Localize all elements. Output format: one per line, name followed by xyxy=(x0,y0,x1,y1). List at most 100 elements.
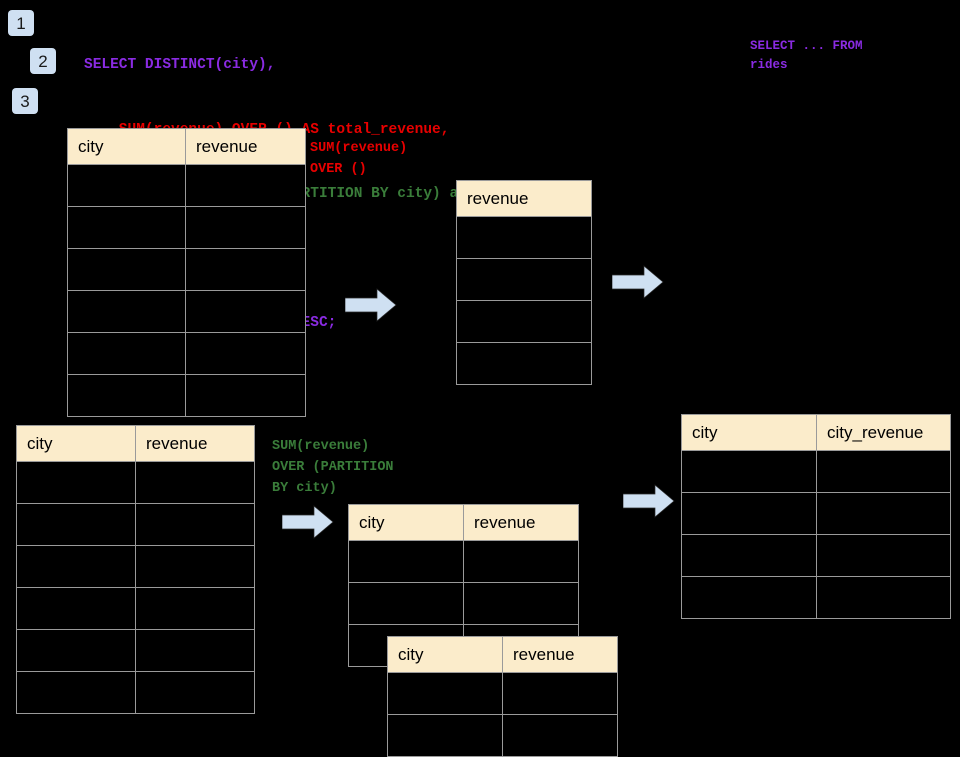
cell-city xyxy=(387,672,503,715)
table-header-row: city revenue xyxy=(348,504,579,541)
table-row xyxy=(67,374,306,417)
table-partition-group-a: city revenue xyxy=(348,504,579,667)
step-badge-2-label: 2 xyxy=(38,51,48,71)
table-total-revenue: revenue xyxy=(456,180,592,385)
arrow-partition-to-result-icon xyxy=(623,484,675,518)
cell-city xyxy=(681,576,817,619)
cell-revenue xyxy=(456,300,592,343)
table-header-row: revenue xyxy=(456,180,592,217)
table-row xyxy=(348,540,579,583)
cell-city xyxy=(16,545,136,588)
column-header-city-revenue: city_revenue xyxy=(816,414,951,451)
table-row xyxy=(16,629,255,672)
annotation-select-from-rides: SELECT ... FROM rides xyxy=(750,39,863,72)
cell-revenue xyxy=(185,248,306,291)
cell-revenue xyxy=(185,164,306,207)
cell-city xyxy=(16,461,136,504)
cell-revenue xyxy=(456,216,592,259)
column-header-revenue: revenue xyxy=(463,504,579,541)
table-city-revenue-result: city city_revenue xyxy=(681,414,951,619)
table-row xyxy=(456,258,592,301)
column-header-city: city xyxy=(681,414,817,451)
cell-revenue xyxy=(135,629,255,672)
step-badge-3: 3 xyxy=(12,88,38,114)
sql-line-1: SELECT DISTINCT(city), xyxy=(84,57,276,73)
cell-city-revenue xyxy=(816,492,951,535)
cell-revenue xyxy=(185,332,306,375)
table-header-row: city revenue xyxy=(16,425,255,462)
cell-city xyxy=(681,534,817,577)
cell-city-revenue xyxy=(816,450,951,493)
cell-city xyxy=(16,503,136,546)
cell-city xyxy=(16,629,136,672)
table-row xyxy=(67,206,306,249)
cell-revenue xyxy=(135,587,255,630)
step-badge-2: 2 xyxy=(30,48,56,74)
table-header-row: city city_revenue xyxy=(681,414,951,451)
column-header-city: city xyxy=(387,636,503,673)
table-row xyxy=(16,671,255,714)
arrow-source-to-partition-icon xyxy=(282,505,334,539)
cell-revenue xyxy=(463,540,579,583)
cell-revenue xyxy=(135,671,255,714)
cell-revenue xyxy=(135,545,255,588)
cell-city-revenue xyxy=(816,534,951,577)
arrow-source-to-total-icon xyxy=(345,288,397,322)
table-rides-source-top: city revenue xyxy=(67,128,306,417)
table-row xyxy=(387,714,618,757)
table-header-row: city revenue xyxy=(67,128,306,165)
cell-revenue xyxy=(135,461,255,504)
cell-city xyxy=(67,332,186,375)
annotation-sum-over-partition: SUM(revenue) OVER (PARTITION BY city) xyxy=(272,439,394,496)
column-header-revenue: revenue xyxy=(456,180,592,217)
table-row xyxy=(67,164,306,207)
table-rides-source-bottom: city revenue xyxy=(16,425,255,714)
cell-city xyxy=(16,671,136,714)
column-header-city: city xyxy=(348,504,464,541)
step-badge-3-label: 3 xyxy=(20,91,30,111)
column-header-city: city xyxy=(67,128,186,165)
table-row xyxy=(681,534,951,577)
step-badge-1-label: 1 xyxy=(16,13,26,33)
arrow-total-to-result-icon xyxy=(612,265,664,299)
cell-revenue xyxy=(502,672,618,715)
table-row xyxy=(387,672,618,715)
column-header-revenue: revenue xyxy=(185,128,306,165)
table-row xyxy=(681,450,951,493)
table-row xyxy=(67,248,306,291)
cell-city xyxy=(348,582,464,625)
cell-city xyxy=(67,164,186,207)
table-partition-group-b: city revenue xyxy=(387,636,618,757)
diagram-canvas: 1 2 3 SELECT DISTINCT(city), SUM(revenue… xyxy=(8,10,951,757)
cell-revenue xyxy=(185,206,306,249)
cell-city xyxy=(681,450,817,493)
table-row xyxy=(456,300,592,343)
cell-city xyxy=(67,248,186,291)
cell-revenue xyxy=(185,290,306,333)
cell-city xyxy=(16,587,136,630)
cell-city xyxy=(67,374,186,417)
cell-city-revenue xyxy=(816,576,951,619)
column-header-revenue: revenue xyxy=(135,425,255,462)
table-row xyxy=(67,332,306,375)
table-row xyxy=(16,503,255,546)
cell-revenue xyxy=(185,374,306,417)
table-row xyxy=(456,216,592,259)
cell-revenue xyxy=(135,503,255,546)
table-row xyxy=(16,587,255,630)
column-header-city: city xyxy=(16,425,136,462)
cell-city xyxy=(67,206,186,249)
cell-city xyxy=(387,714,503,757)
table-row xyxy=(681,576,951,619)
table-row xyxy=(456,342,592,385)
annotation-sum-over-empty: SUM(revenue) OVER () xyxy=(310,141,408,177)
cell-revenue xyxy=(463,582,579,625)
table-row xyxy=(67,290,306,333)
cell-city xyxy=(681,492,817,535)
table-row xyxy=(681,492,951,535)
cell-city xyxy=(67,290,186,333)
table-row xyxy=(348,582,579,625)
table-row xyxy=(16,461,255,504)
cell-revenue xyxy=(456,342,592,385)
table-row xyxy=(16,545,255,588)
